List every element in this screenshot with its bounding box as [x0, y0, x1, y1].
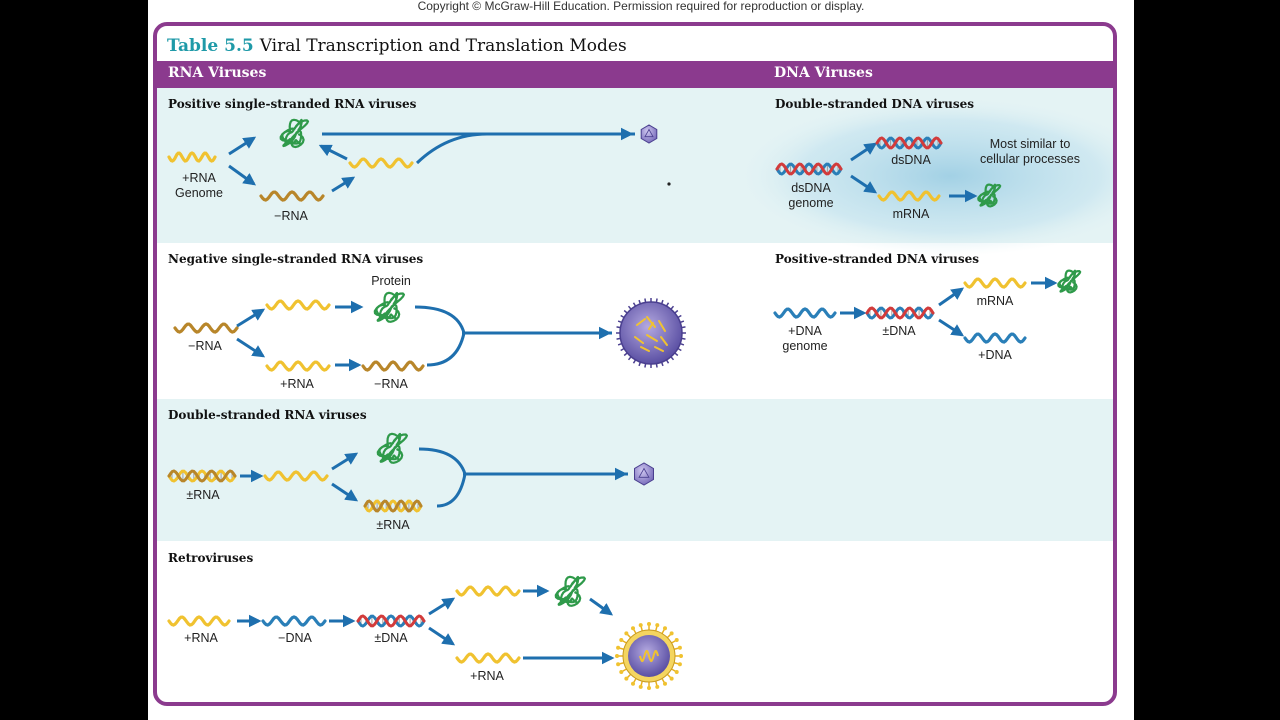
section-title-retro: Retroviruses — [168, 551, 254, 565]
label-genome-posdna: genome — [782, 339, 828, 353]
copyright-notice: Copyright © McGraw-Hill Education. Permi… — [417, 0, 865, 13]
label-minus-rna: −RNA — [274, 209, 308, 223]
label-mrna-dsdna: mRNA — [892, 207, 930, 221]
section-title-neg-ss-rna: Negative single-stranded RNA viruses — [168, 252, 424, 266]
strand — [259, 190, 325, 202]
label-plus-dna-genome: +DNA genome — [775, 324, 835, 354]
protein-icon — [376, 432, 408, 464]
label-mrna-posdna: mRNA — [976, 294, 1014, 308]
note-line-1: Most similar to — [989, 137, 1071, 151]
double-strand — [775, 162, 843, 176]
strand — [773, 307, 837, 319]
section-ds-rna-art — [167, 432, 654, 513]
protein-icon — [373, 291, 405, 323]
label-plus-rna-genome: +RNA Genome — [171, 171, 227, 201]
section-ds-dna-art — [775, 136, 1002, 208]
label-plus-dna-2: +DNA — [978, 348, 1012, 362]
protein-icon — [977, 183, 1002, 208]
label-plus-rna: +RNA — [182, 171, 216, 185]
highlight-glow — [735, 96, 1113, 256]
section-retro-art — [167, 575, 683, 690]
label-dsdna-genome: dsDNA genome — [781, 181, 841, 211]
label-minus-rna-neg: −RNA — [188, 339, 222, 353]
note-most-similar: Most similar to cellular processes — [975, 137, 1085, 167]
strand — [963, 332, 1027, 344]
strand — [963, 277, 1027, 289]
section-title-ds-rna: Double-stranded RNA viruses — [168, 408, 367, 422]
strand — [167, 615, 231, 627]
double-strand — [363, 499, 423, 513]
label-pm-rna: ±RNA — [186, 488, 220, 502]
strand — [263, 470, 329, 482]
label-dsdna: dsDNA — [891, 153, 931, 167]
label-plus-dna: +DNA — [788, 324, 822, 338]
section-title-ds-dna: Double-stranded DNA viruses — [775, 97, 975, 111]
label-plus-rna-neg: +RNA — [280, 377, 314, 391]
section-neg-ss-rna-art — [173, 291, 686, 372]
label-dsdna-2: dsDNA — [791, 181, 831, 195]
label-plus-rna-retro-2: +RNA — [470, 669, 504, 683]
strand — [261, 615, 327, 627]
strand — [361, 360, 425, 372]
label-genome: Genome — [175, 186, 223, 200]
strand — [455, 585, 521, 597]
protein-icon — [279, 118, 310, 149]
table-number: Table 5.5 — [167, 36, 254, 56]
cursor-dot — [667, 182, 671, 186]
column-header-rna: RNA Viruses — [168, 65, 267, 81]
diagram-artwork — [167, 96, 1113, 690]
column-header-dna: DNA Viruses — [774, 65, 873, 81]
strand — [877, 190, 941, 202]
section-title-pos-ss-rna: Positive single-stranded RNA viruses — [168, 97, 417, 111]
label-plus-rna-retro: +RNA — [184, 631, 218, 645]
note-line-2: cellular processes — [979, 152, 1081, 166]
double-strand — [167, 469, 237, 483]
protein-icon — [554, 575, 586, 607]
section-pos-dna-art — [773, 269, 1082, 344]
strand — [167, 151, 217, 163]
virus-capsid-icon — [640, 124, 658, 144]
label-pm-dna-retro: ±DNA — [374, 631, 408, 645]
table-title-text: Viral Transcription and Translation Mode… — [259, 36, 627, 56]
strand — [348, 157, 414, 169]
label-pm-dna: ±DNA — [882, 324, 916, 338]
virion-icon — [615, 622, 683, 690]
strand — [455, 652, 521, 664]
label-minus-dna-retro: −DNA — [278, 631, 312, 645]
virion-icon — [616, 298, 686, 368]
strand — [173, 322, 239, 334]
double-strand — [875, 136, 943, 150]
label-minus-rna-neg-2: −RNA — [374, 377, 408, 391]
column-header-bar — [157, 61, 1113, 88]
protein-icon — [1057, 269, 1082, 294]
slide: Copyright © McGraw-Hill Education. Permi… — [148, 0, 1134, 720]
label-protein: Protein — [371, 274, 411, 288]
section-title-pos-dna: Positive-stranded DNA viruses — [775, 252, 980, 266]
strand — [265, 299, 331, 311]
section-pos-ss-rna-art — [167, 118, 658, 202]
double-strand — [356, 614, 426, 628]
strand — [265, 360, 331, 372]
virus-capsid-icon — [634, 462, 654, 486]
label-pm-rna-2: ±RNA — [376, 518, 410, 532]
double-strand — [865, 306, 935, 320]
label-genome-dsdna: genome — [788, 196, 834, 210]
